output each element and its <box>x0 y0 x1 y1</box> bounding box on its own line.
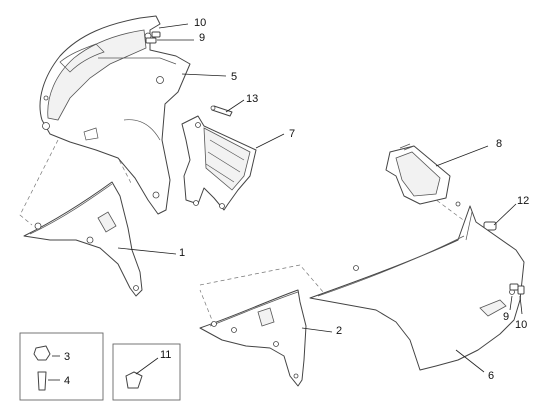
bolt-part <box>483 221 497 231</box>
rear-bracket-part <box>385 143 451 205</box>
callout-9-top: 9 <box>199 32 205 44</box>
fastener-inset-box <box>19 332 104 401</box>
callout-3: 3 <box>64 351 70 363</box>
clip-inset-box <box>112 343 181 401</box>
lower-left-panel-part <box>23 181 143 297</box>
callout-6: 6 <box>488 370 494 382</box>
callout-12: 12 <box>517 195 529 207</box>
upper-fairing-part <box>39 15 191 215</box>
screw-part-top <box>145 31 161 44</box>
callout-10-right: 10 <box>515 319 527 331</box>
inner-bracket-part <box>181 115 257 211</box>
leader-lines <box>117 23 523 373</box>
callout-4: 4 <box>64 375 70 387</box>
callout-8: 8 <box>496 138 502 150</box>
callout-9-right: 9 <box>503 311 509 323</box>
callout-7: 7 <box>289 128 295 140</box>
callout-11: 11 <box>160 349 171 361</box>
pin-part <box>210 105 233 117</box>
callout-2: 2 <box>336 325 342 337</box>
callout-labels: 10 9 5 13 7 8 12 1 2 9 10 6 3 4 11 <box>64 17 529 387</box>
clip-part <box>125 371 143 389</box>
right-side-panel-part <box>309 201 525 371</box>
callout-5: 5 <box>231 71 237 83</box>
lower-right-panel-part <box>199 289 307 387</box>
callout-1: 1 <box>179 247 185 259</box>
bolt-screw-part <box>37 371 47 391</box>
nut-part <box>33 345 51 361</box>
callout-13: 13 <box>246 93 258 105</box>
callout-10-top: 10 <box>194 17 206 29</box>
screw-part-right <box>509 283 525 295</box>
